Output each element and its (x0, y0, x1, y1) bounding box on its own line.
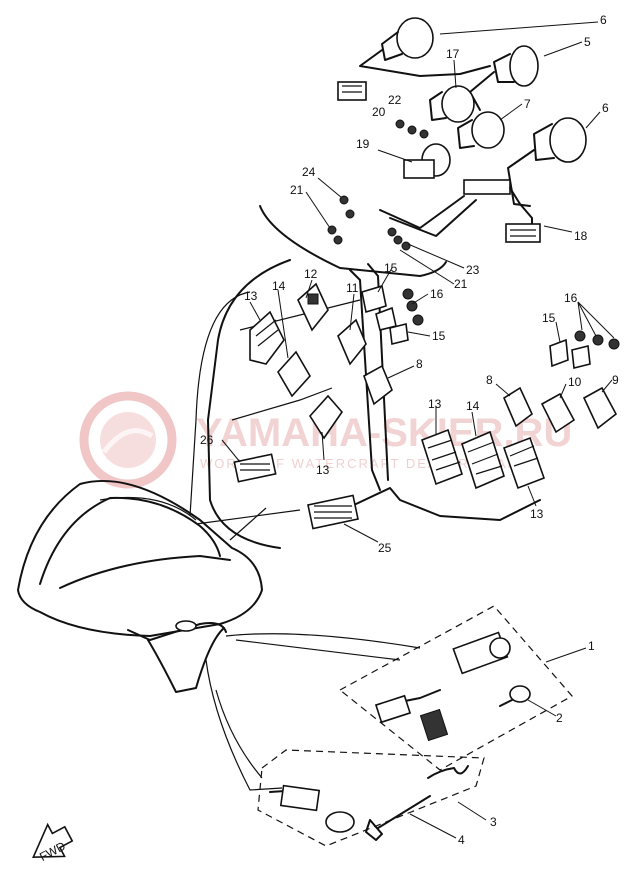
callout-14-right: 14 (466, 399, 480, 413)
callout-14-console: 14 (272, 279, 286, 293)
forward-direction-arrow: FWD (32, 822, 74, 864)
callout-25: 25 (378, 541, 392, 555)
callout-labels: 1 2 3 4 5 6 6 7 8 8 9 10 11 12 13 13 13 … (200, 13, 619, 847)
watermark-logo-icon (79, 391, 177, 489)
callout-3: 3 (490, 815, 497, 829)
callout-1: 1 (588, 639, 595, 653)
callout-19: 19 (356, 137, 370, 151)
switch-8-console (363, 364, 393, 406)
routing-lines (189, 291, 421, 791)
callout-18: 18 (574, 229, 588, 243)
gauge-19 (403, 143, 451, 179)
callout-21-right: 21 (454, 277, 468, 291)
harness-18 (379, 179, 541, 243)
callout-16-console: 16 (430, 287, 444, 301)
callout-leaders (221, 21, 615, 839)
callout-23: 23 (466, 263, 480, 277)
callout-13-right-top: 13 (428, 397, 442, 411)
nut-set-top (327, 119, 429, 251)
part-2-key (499, 685, 531, 707)
callout-9: 9 (612, 373, 619, 387)
callout-4: 4 (458, 833, 465, 847)
callout-12: 12 (304, 267, 318, 281)
switch-13-lower (308, 394, 344, 440)
callout-7: 7 (524, 97, 531, 111)
switch-13-console (249, 310, 285, 365)
callout-13-console: 13 (244, 289, 258, 303)
gauge-5 (469, 45, 539, 111)
part-4-spring-wrench (365, 795, 431, 841)
switch-13-14-bottom (421, 428, 546, 490)
callout-26: 26 (200, 433, 214, 447)
callout-16-right: 16 (564, 291, 578, 305)
gauge-top-6 (337, 17, 491, 101)
connector-26 (233, 453, 277, 483)
callout-2: 2 (556, 711, 563, 725)
callout-6-right: 6 (602, 101, 609, 115)
callout-20: 20 (372, 105, 386, 119)
connector-25 (307, 487, 541, 530)
callout-10: 10 (568, 375, 582, 389)
gauge-6-right (507, 117, 587, 207)
callout-8-right: 8 (486, 373, 493, 387)
callout-22: 22 (388, 93, 402, 107)
callout-15-console: 15 (384, 261, 398, 275)
callout-13-bottom: 13 (530, 507, 544, 521)
switch-15-console (361, 284, 424, 345)
part-1-box (338, 605, 573, 771)
console-panel (207, 205, 447, 549)
callout-5: 5 (584, 35, 591, 49)
callout-17: 17 (446, 47, 460, 61)
callout-6-top: 6 (600, 13, 607, 27)
callout-11: 11 (346, 281, 359, 295)
switch-12 (297, 282, 329, 332)
callout-15-nut: 15 (432, 329, 446, 343)
switch-11 (337, 318, 367, 366)
callout-21-left: 21 (290, 183, 304, 197)
switch-14-console (277, 350, 311, 398)
watercraft-hull (17, 480, 263, 693)
callout-13-lower: 13 (316, 463, 330, 477)
switch-set-right (502, 330, 620, 434)
callout-8-console: 8 (416, 357, 423, 371)
gauge-17 (429, 85, 475, 123)
callout-15-right: 15 (542, 311, 556, 325)
gauge-7 (457, 111, 505, 149)
callout-24: 24 (302, 165, 316, 179)
part-3-box (257, 749, 485, 847)
